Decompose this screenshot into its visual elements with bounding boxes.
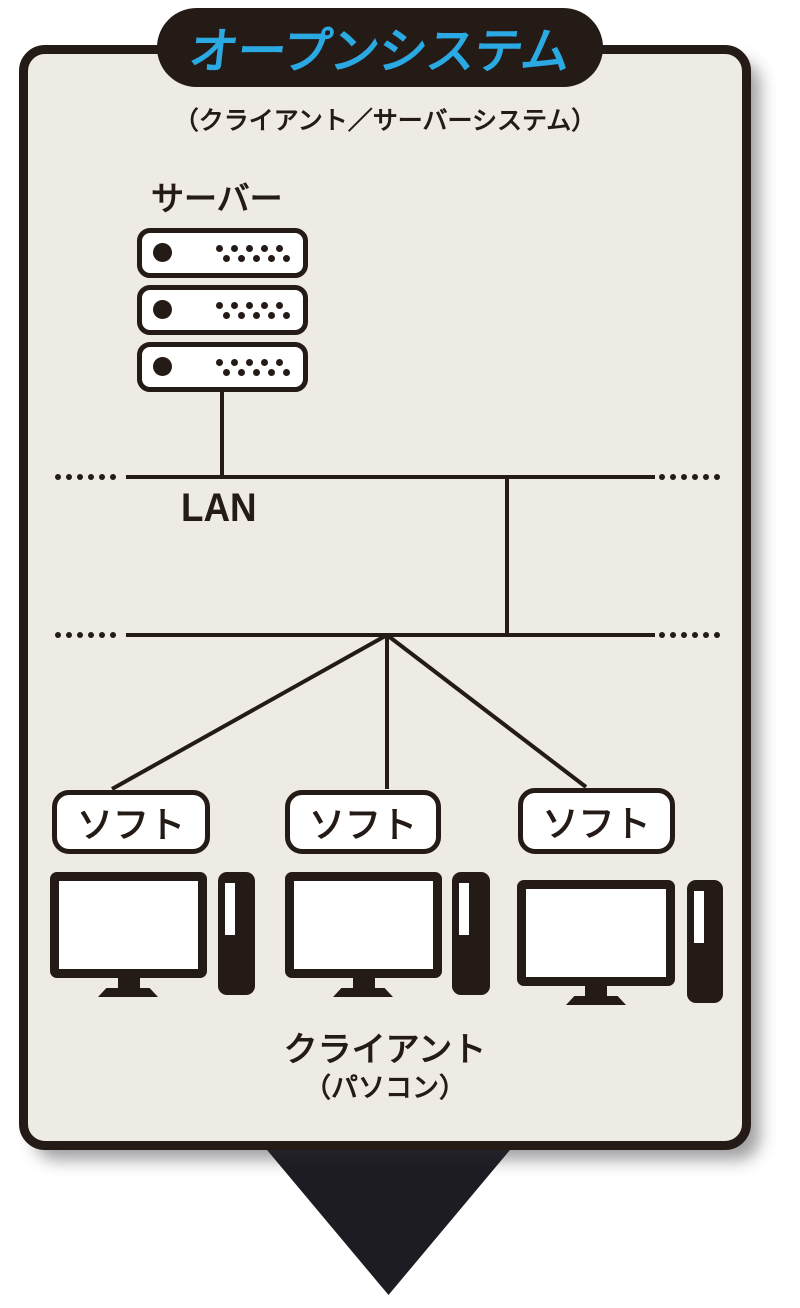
- lan-branch-line: [505, 477, 509, 637]
- client-label: クライアント: [283, 1031, 487, 1069]
- vent-dots: [216, 302, 283, 309]
- software-label: ソフト: [76, 804, 185, 845]
- server-unit-icon: [137, 228, 308, 278]
- monitor-stand: [353, 978, 375, 989]
- power-dot-icon: [153, 243, 172, 262]
- dotted-line-right: [659, 632, 720, 638]
- monitor-stand: [585, 986, 607, 997]
- power-dot-icon: [153, 300, 172, 319]
- title-pill: オープンシステム: [157, 8, 603, 87]
- lan-bus-top-line: [126, 475, 655, 479]
- monitor-stand-base: [98, 988, 158, 997]
- tower-slot: [459, 883, 469, 935]
- software-label: ソフト: [308, 804, 417, 845]
- client-fan-lines: [111, 633, 588, 791]
- server-unit-icon: [137, 285, 308, 335]
- pc-tower-icon: [687, 880, 723, 1003]
- vent-dots: [223, 369, 290, 376]
- software-box: ソフト: [52, 790, 210, 854]
- fan-line-left: [111, 633, 388, 791]
- diagram-subtitle: （クライアント／サーバーシステム）: [173, 107, 597, 135]
- client-sublabel: （パソコン）: [304, 1073, 466, 1103]
- vent-dots: [216, 245, 283, 252]
- lan-label: LAN: [181, 486, 257, 530]
- monitor-stand-base: [333, 988, 393, 997]
- dotted-line-left: [55, 474, 116, 480]
- vent-dots: [223, 255, 290, 262]
- dotted-line-right: [659, 474, 720, 480]
- tower-slot: [225, 883, 235, 935]
- diagram-title: オープンシステム: [186, 25, 573, 79]
- server-unit-icon: [137, 342, 308, 392]
- lan-bus-bottom-line: [126, 633, 655, 637]
- vent-dots: [216, 359, 283, 366]
- dotted-line-left: [55, 632, 116, 638]
- tower-slot: [694, 891, 704, 943]
- monitor-stand-base: [566, 996, 626, 1005]
- monitor-icon: [517, 880, 675, 986]
- server-label: サーバー: [151, 180, 283, 217]
- monitor-stand: [118, 978, 140, 989]
- software-box: ソフト: [285, 790, 441, 854]
- fan-line-right: [385, 633, 588, 789]
- vent-dots: [223, 312, 290, 319]
- power-dot-icon: [153, 357, 172, 376]
- pc-tower-icon: [218, 872, 255, 995]
- monitor-icon: [50, 872, 207, 978]
- pc-tower-icon: [452, 872, 490, 995]
- software-label: ソフト: [542, 803, 651, 844]
- server-to-lan-line: [220, 390, 224, 477]
- monitor-icon: [285, 872, 442, 978]
- software-box: ソフト: [518, 788, 675, 854]
